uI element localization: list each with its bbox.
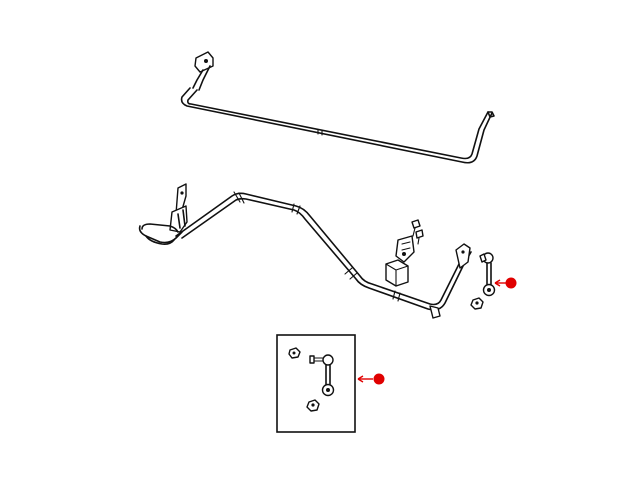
callout-inset-link[interactable] — [357, 373, 385, 385]
callout-stabilizer-link[interactable] — [494, 277, 517, 289]
lower-stabilizer-bar[interactable] — [138, 183, 472, 319]
stabilizer-link[interactable] — [470, 252, 496, 310]
stabilizer-bar-bushing[interactable] — [385, 259, 409, 287]
red-dot-marker[interactable] — [505, 277, 517, 289]
red-dot-marker[interactable] — [373, 373, 385, 385]
detail-inset — [276, 334, 356, 433]
bushing-clamp[interactable] — [395, 219, 424, 263]
upper-stabilizer-bar[interactable] — [180, 51, 495, 164]
